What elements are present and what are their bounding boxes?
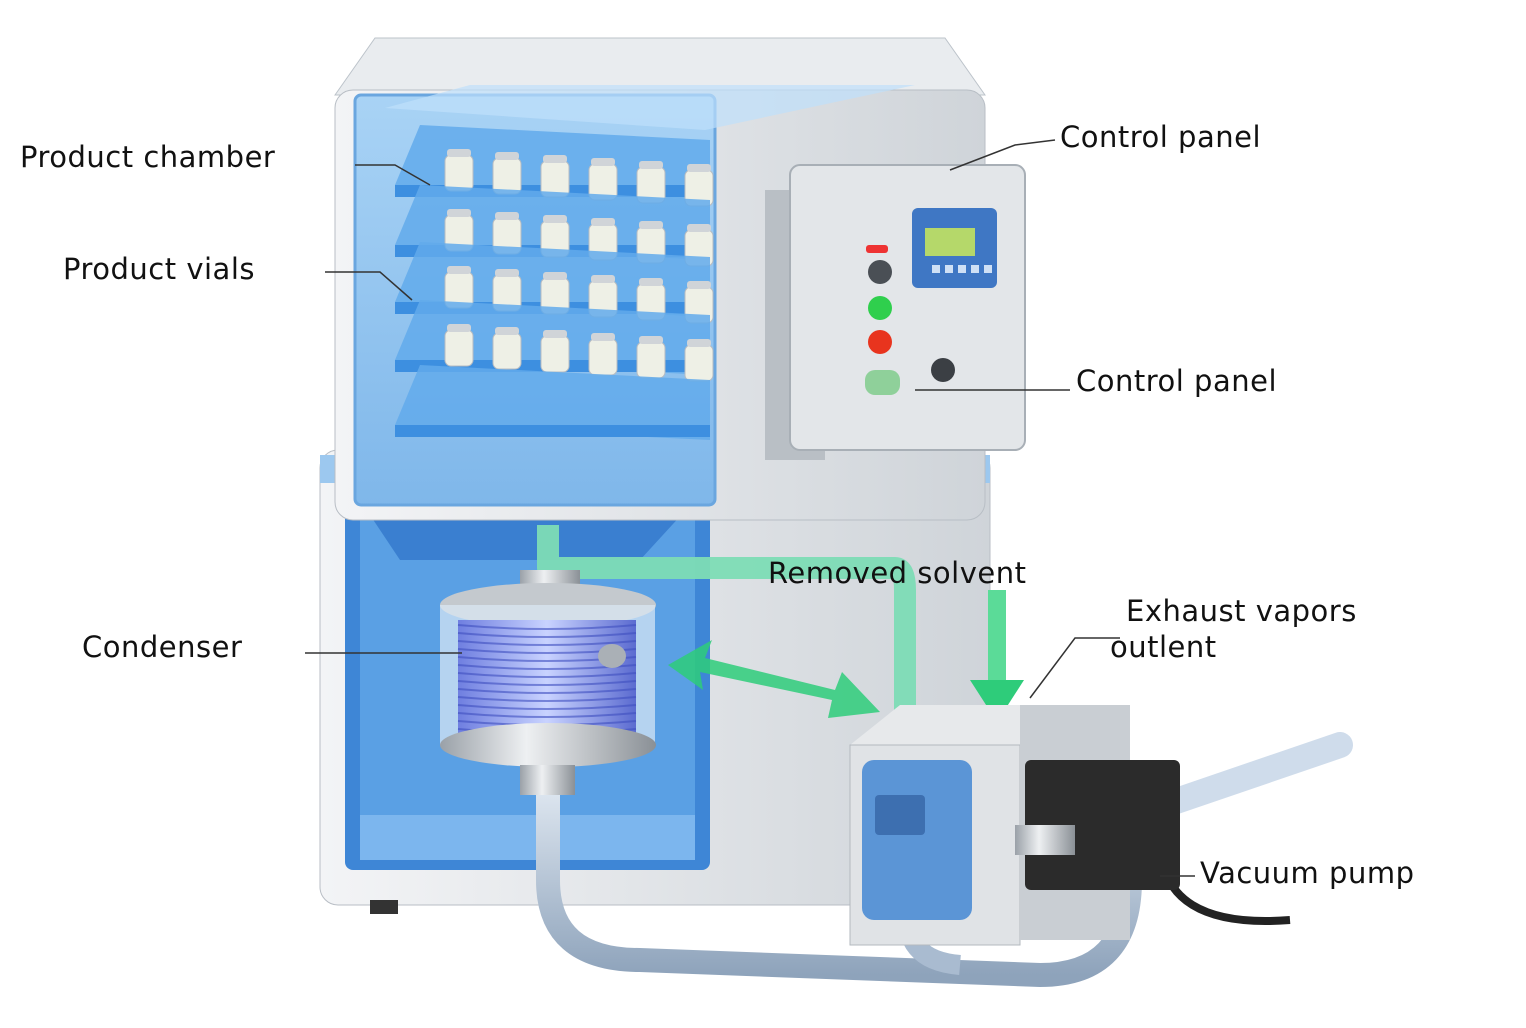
label-exhaust-line2: outlent [1110, 630, 1217, 664]
control-panel [765, 164, 1026, 460]
coil-turn [457, 680, 637, 686]
vial-cap [591, 333, 615, 341]
label-vacuum-pump: Vacuum pump [1200, 856, 1415, 890]
vial-cap [687, 224, 711, 232]
vial-cap [495, 327, 519, 335]
vial-cap [543, 330, 567, 338]
vial [444, 154, 474, 192]
label-condenser: Condenser [82, 630, 243, 664]
label-removed-solvent: Removed solvent [768, 556, 1027, 590]
vial-cap [447, 149, 471, 157]
vial-cap [591, 218, 615, 226]
coil-turn [457, 704, 637, 710]
coil-turn [457, 688, 637, 694]
label-product-chamber: Product chamber [20, 140, 276, 174]
vial-cap [591, 158, 615, 166]
vial-cap [543, 272, 567, 280]
vial-cap [639, 336, 663, 344]
coil-turn [457, 624, 637, 630]
coil-turn [457, 712, 637, 718]
vial [588, 338, 618, 376]
vial-cap [639, 221, 663, 229]
coil-turn [457, 640, 637, 646]
vial-cap [639, 161, 663, 169]
vacuum-pump [849, 705, 1180, 946]
coil-turn [457, 672, 637, 678]
vial-cap [447, 324, 471, 332]
vial [492, 332, 522, 370]
vial-cap [687, 164, 711, 172]
coil-turn [457, 632, 637, 638]
shelf [395, 365, 710, 440]
vial-cap [447, 266, 471, 274]
condenser [440, 570, 656, 795]
vial-cap [543, 215, 567, 223]
vial [684, 344, 714, 382]
vial-cap [687, 281, 711, 289]
vial-cap [687, 339, 711, 347]
vial-cap [495, 269, 519, 277]
label-control-panel-top: Control panel [1060, 120, 1262, 154]
label-exhaust-line1: Exhaust vapors [1126, 594, 1357, 628]
vial [444, 329, 474, 367]
vial-cap [591, 275, 615, 283]
vial-cap [495, 212, 519, 220]
flow-arrow [668, 640, 880, 718]
label-control-panel-mid: Control panel [1076, 364, 1278, 398]
coil-turn [457, 696, 637, 702]
vapor-pipe [537, 525, 916, 725]
vial-cap [495, 152, 519, 160]
removed-solvent-arrow [970, 590, 1024, 722]
shelf-edge [395, 425, 710, 437]
vial [492, 157, 522, 195]
vial-cap [543, 155, 567, 163]
vial [540, 335, 570, 373]
vial-cap [447, 209, 471, 217]
label-product-vials: Product vials [63, 252, 255, 286]
vial [636, 341, 666, 379]
vial-cap [639, 278, 663, 286]
leader-lines [305, 139, 1195, 877]
product-vials [395, 125, 714, 440]
